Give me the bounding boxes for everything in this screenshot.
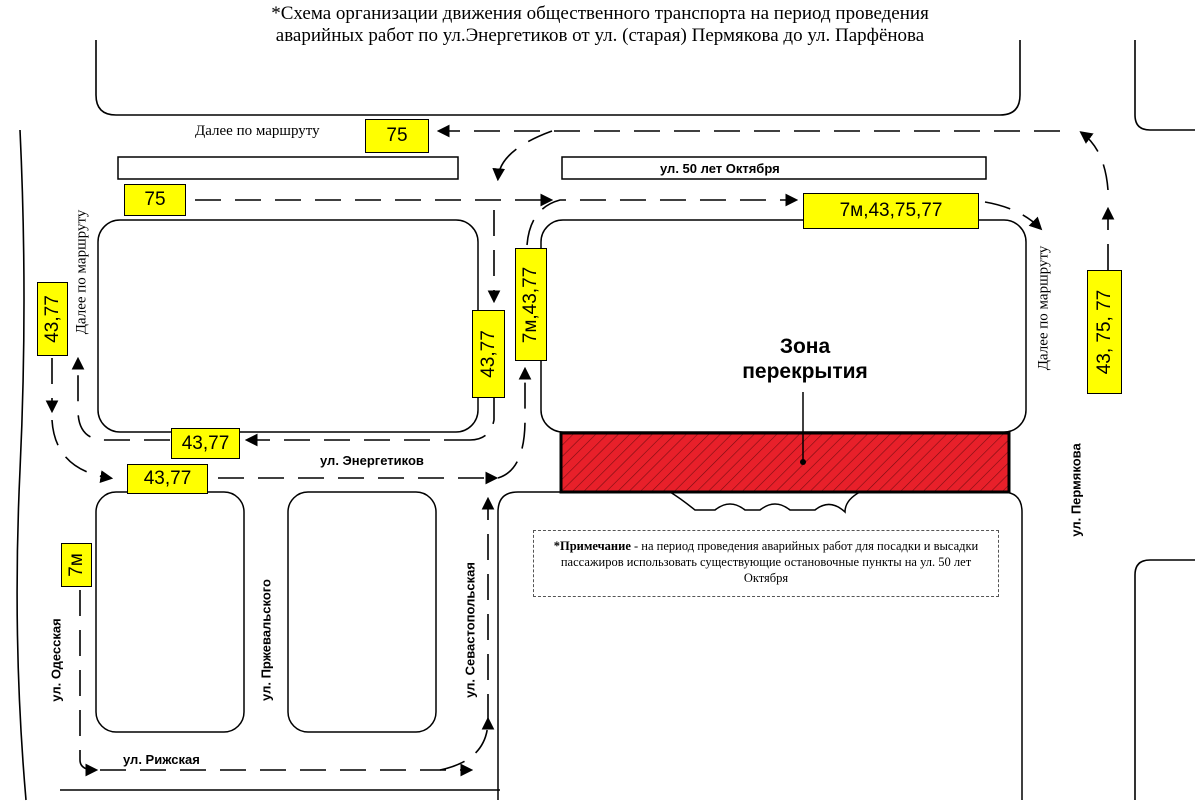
arrow-odesskaya-down (79, 590, 99, 777)
note-box: *Примечание - на период проведения авари… (533, 530, 999, 597)
route-box-permyakova: 43, 75, 77 (1087, 270, 1122, 394)
note-bold: *Примечание (553, 539, 631, 553)
route-arrows (45, 124, 1115, 777)
note-text: - на период проведения аварийных работ д… (560, 539, 979, 585)
route-box-left-vertical: 43,77 (37, 282, 68, 356)
street-label-przhevalskogo: ул. Пржевальского (258, 579, 274, 701)
top-road-edge (95, 40, 1021, 116)
arrow-energ-westbound-2 (71, 356, 170, 441)
block-southwest-1 (95, 491, 245, 733)
arrow-oktyabrya-exit (984, 201, 1043, 231)
block-oktyabrya-right (561, 156, 987, 180)
arrow-permyakova-curve (1079, 131, 1109, 191)
zone-label: Зона перекрытия (705, 334, 905, 384)
hint-right: Далее по маршруту (1035, 245, 1052, 371)
closed-zone (559, 431, 1011, 494)
hint-top: Далее по маршруту (195, 123, 320, 139)
route-box-75-entry: 75 (124, 184, 186, 216)
route-label-sevast-up: 7м,43,77 (520, 266, 541, 343)
arrow-left-curve (51, 419, 114, 483)
block-northwest (97, 219, 479, 433)
route-label-odesskaya: 7м (65, 553, 87, 577)
arrow-central-curve (469, 398, 495, 441)
street-label-rizhskaya: ул. Рижская (123, 752, 200, 767)
block-southwest-2 (287, 491, 437, 733)
street-label-permyakova: ул. Пермякова (1068, 443, 1084, 537)
block-oktyabrya-left (117, 156, 459, 180)
hint-left: Далее по маршруту (73, 209, 90, 335)
route-label-left-vertical: 43,77 (41, 295, 63, 343)
street-label-sevastopolskaya: ул. Севастопольская (462, 562, 478, 698)
route-label-central-down: 43,77 (477, 330, 499, 378)
route-box-odesskaya: 7м (61, 543, 92, 587)
map-title-line1: *Схема организации движения общественног… (271, 3, 929, 24)
arrow-top-curve-down (492, 130, 553, 182)
zone-pointer-dot (800, 459, 806, 465)
street-label-odesskaya: ул. Одесская (48, 618, 64, 702)
map-title-line2: аварийных работ по ул.Энергетиков от ул.… (275, 25, 925, 46)
left-road-edge (16, 129, 27, 801)
arrow-rizhskaya-turn (439, 716, 495, 771)
arrow-sevast-up-curve (526, 193, 799, 246)
route-box-energ-east: 43,77 (127, 464, 208, 494)
route-box-central-down: 43,77 (472, 310, 505, 398)
route-box-75-top: 75 (365, 119, 429, 153)
route-box-oktyabrya: 7м,43,75,77 (803, 193, 979, 229)
arrow-energ-up-curve (497, 366, 532, 479)
right-road-edge-top (1134, 40, 1195, 131)
right-road-edge-bottom (1134, 559, 1195, 800)
route-box-sevast-up: 7м,43,77 (515, 248, 547, 361)
block-northeast (540, 219, 1027, 433)
street-label-energetikov: ул. Энергетиков (320, 453, 424, 468)
road-edges (16, 40, 1195, 801)
route-label-permyakova: 43, 75, 77 (1093, 289, 1115, 375)
zone-label-line2: перекрытия (742, 360, 868, 383)
zone-label-line1: Зона (779, 335, 831, 358)
street-label-oktyabrya: ул. 50 лет Октября (660, 161, 780, 176)
route-box-energ-west: 43,77 (171, 428, 240, 459)
